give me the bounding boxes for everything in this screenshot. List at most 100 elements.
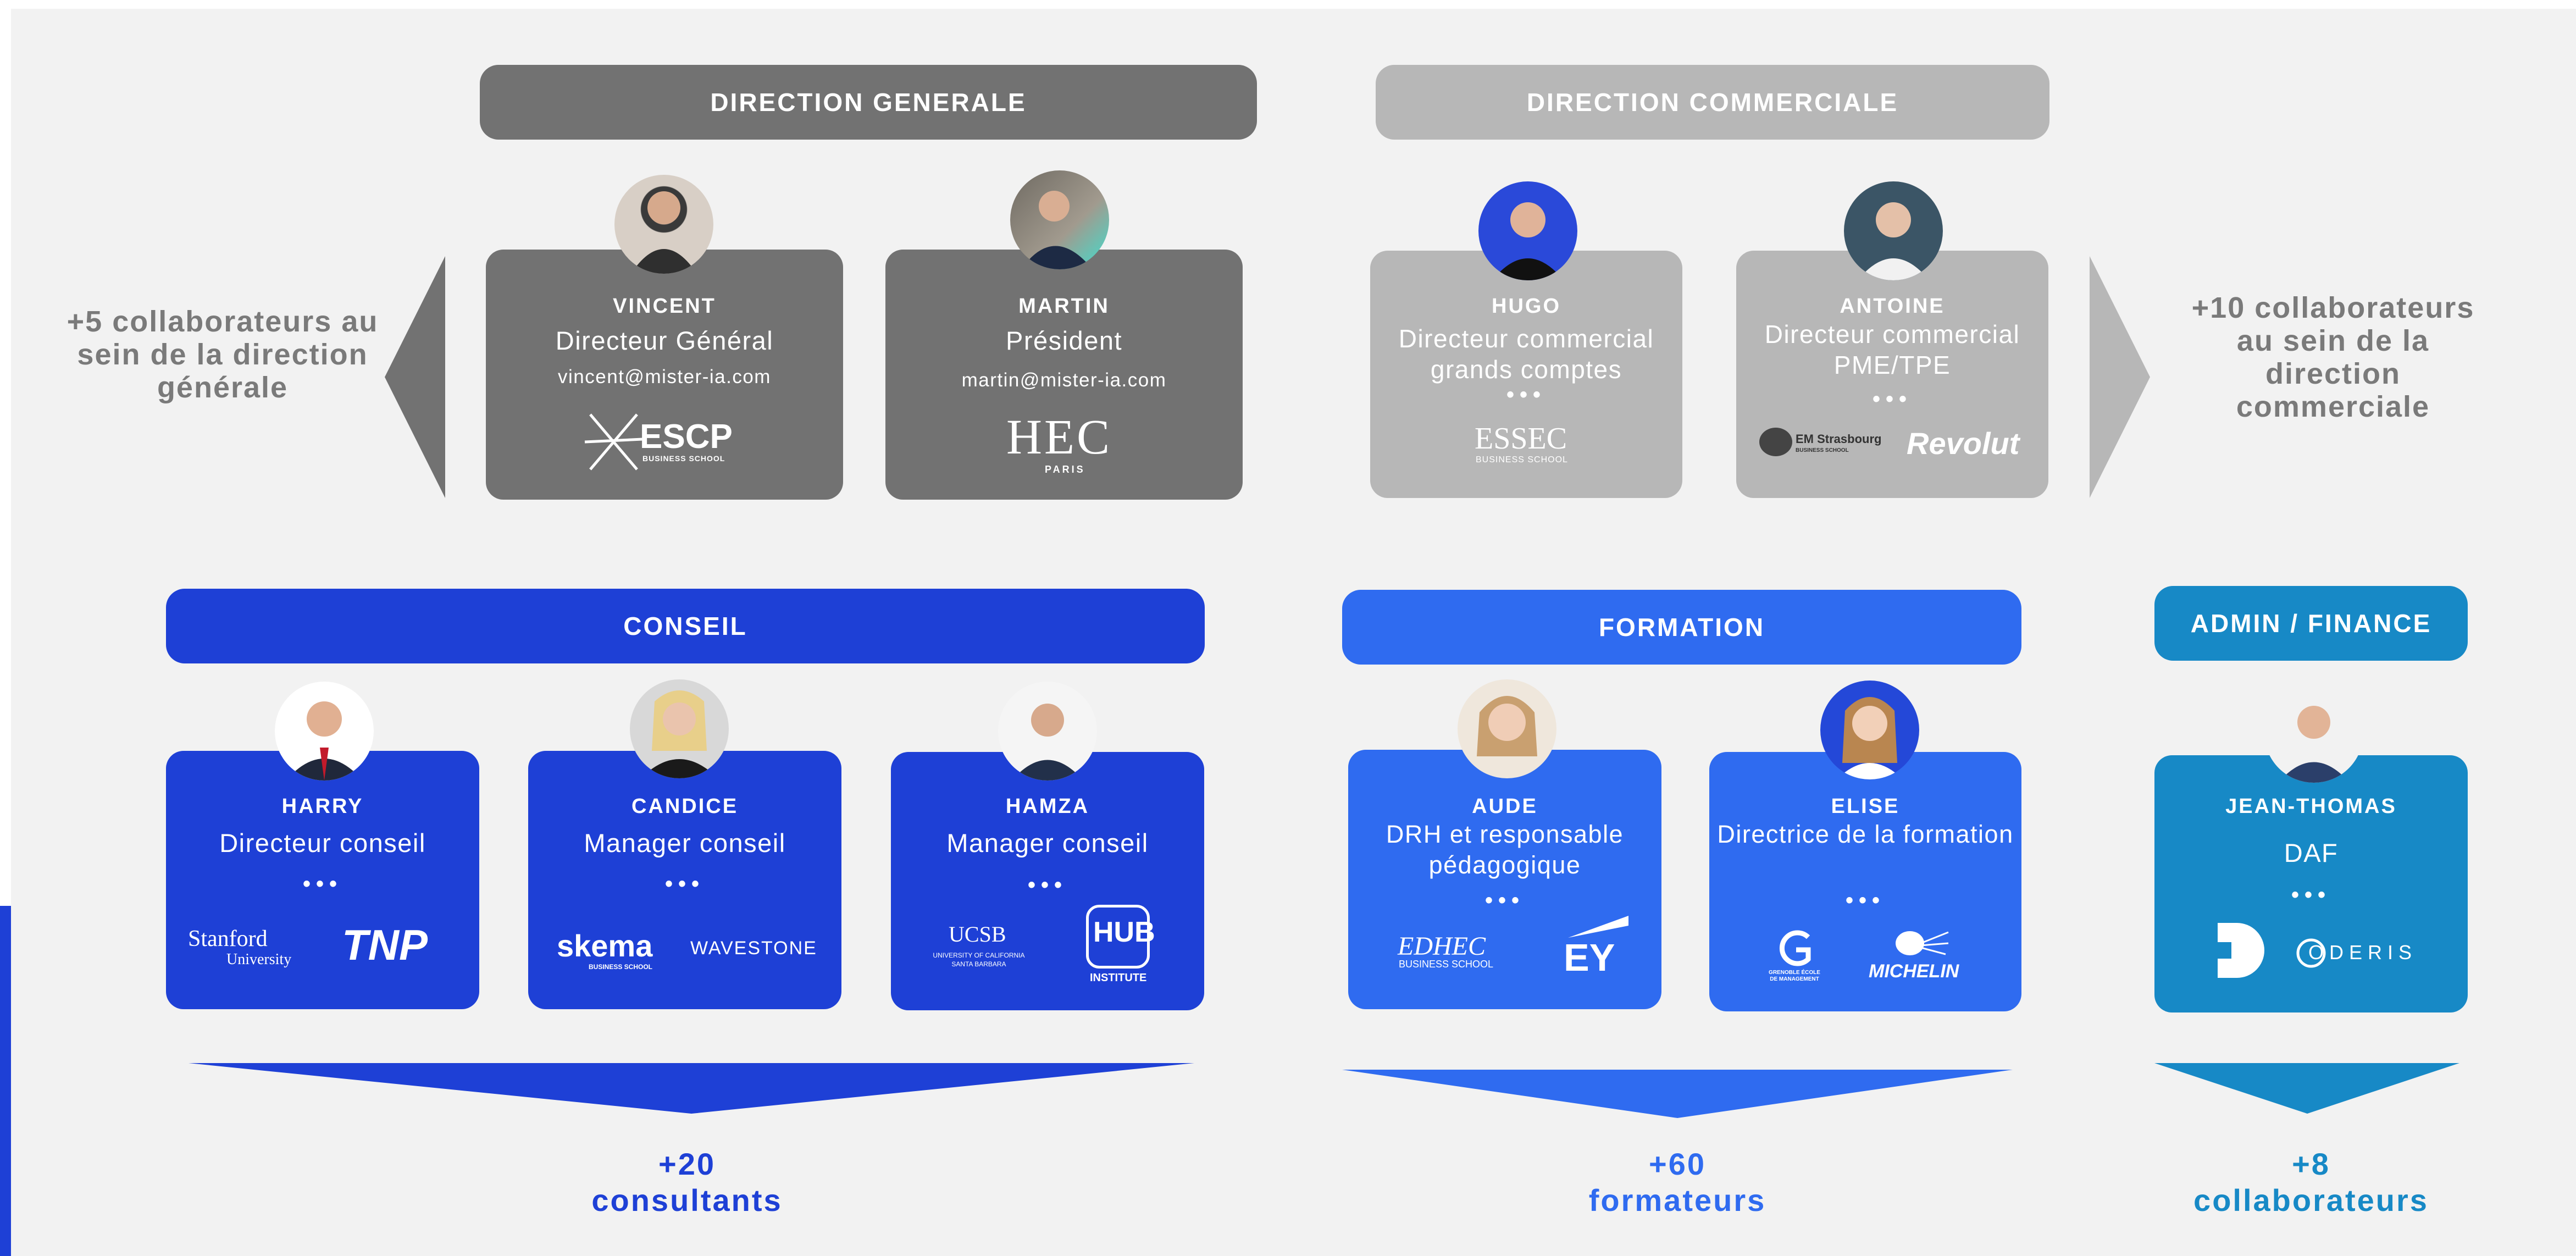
admin-funnel xyxy=(2154,1063,2459,1114)
card-candice: CANDICE Manager conseil ••• skema BUSINE… xyxy=(528,751,841,1009)
avatar-martin xyxy=(1010,170,1109,269)
person-name: JEAN-THOMAS xyxy=(2225,795,2397,818)
total-formation: +60 formateurs xyxy=(1513,1146,1842,1219)
header-direction-commerciale-label: DIRECTION COMMERCIALE xyxy=(1526,88,1899,117)
total-formation-count: +60 xyxy=(1649,1147,1706,1181)
escp-logo-sub: BUSINESS SCHOOL xyxy=(642,454,725,463)
hec-logo: HEC xyxy=(1006,410,1112,464)
card-harry: HARRY Directeur conseil ••• Stanford Uni… xyxy=(166,751,479,1009)
escp-logo: ESCP xyxy=(640,418,733,456)
person-email: vincent@mister-ia.com xyxy=(558,366,771,388)
person-name: AUDE xyxy=(1472,795,1538,818)
person-name: MARTIN xyxy=(1018,295,1110,318)
michelin-logo: MICHELIN xyxy=(1869,961,1959,982)
person-role: DRH et responsable pédagogique xyxy=(1386,820,1624,879)
stanford-logo: Stanford xyxy=(188,926,268,951)
person-name: HUGO xyxy=(1492,295,1561,318)
stanford-logo-sub: University xyxy=(226,951,292,968)
left-accent-bar xyxy=(0,906,11,1256)
edhec-logo-sub: BUSINESS SCHOOL xyxy=(1399,959,1494,970)
person-email: martin@mister-ia.com xyxy=(961,369,1167,391)
card-jean-thomas: JEAN-THOMAS DAF ••• ODERIS xyxy=(2154,755,2468,1012)
header-admin-finance: ADMIN / FINANCE xyxy=(2154,586,2468,661)
top-border xyxy=(0,0,2576,9)
avatar-jean-thomas xyxy=(2264,684,2363,783)
total-conseil-count: +20 xyxy=(658,1147,716,1181)
escp-logo-mark xyxy=(584,413,643,471)
edhec-logo: EDHEC xyxy=(1398,932,1486,961)
person-role: DAF xyxy=(2284,838,2339,867)
em-strasbourg-logo-sub: BUSINESS SCHOOL xyxy=(1796,447,1849,453)
avatar-harry xyxy=(275,682,374,781)
person-role: Président xyxy=(1005,326,1123,355)
tnp-logo: TNP xyxy=(342,921,428,969)
total-formation-label: formateurs xyxy=(1588,1183,1766,1218)
card-hamza: HAMZA Manager conseil ••• UCSB UNIVERSIT… xyxy=(891,752,1204,1010)
more-dots: ••• xyxy=(1484,888,1525,912)
total-admin-count: +8 xyxy=(2292,1147,2330,1181)
skema-logo: skema xyxy=(557,928,653,963)
more-dots: ••• xyxy=(1845,888,1885,912)
person-role: Directeur Général xyxy=(555,326,774,355)
person-role: Directeur commercial grands comptes xyxy=(1398,324,1654,384)
person-role: Directrice de la formation xyxy=(1717,820,2014,848)
header-direction-generale: DIRECTION GENERALE xyxy=(480,65,1257,140)
d-logo-icon xyxy=(2218,923,2264,978)
avatar-elise xyxy=(1820,680,1919,779)
more-dots: ••• xyxy=(664,872,705,896)
grenoble-logo-mark xyxy=(1779,930,1811,966)
more-dots: ••• xyxy=(1027,873,1067,897)
hub-logo-sub: INSTITUTE xyxy=(1090,972,1147,984)
person-name: CANDICE xyxy=(631,795,739,818)
header-formation: FORMATION xyxy=(1342,590,2021,665)
card-aude: AUDE DRH et responsable pédagogique ••• … xyxy=(1348,750,1661,1009)
card-elise: ELISE Directrice de la formation ••• GRE… xyxy=(1709,752,2021,1011)
more-dots: ••• xyxy=(302,872,342,896)
left-arrow xyxy=(385,256,445,498)
person-name: HARRY xyxy=(281,795,364,818)
ey-logo: EY xyxy=(1564,936,1615,979)
more-dots: ••• xyxy=(1506,383,1546,407)
header-formation-label: FORMATION xyxy=(1598,613,1765,641)
grenoble-logo: GRENOBLE ÉCOLE DE MANAGEMENT xyxy=(1769,970,1820,982)
card-vincent: VINCENT Directeur Général vincent@mister… xyxy=(486,250,843,500)
formation-funnel xyxy=(1342,1070,2013,1118)
person-name: ANTOINE xyxy=(1840,295,1945,318)
avatar-candice xyxy=(630,679,729,778)
person-role: Directeur conseil xyxy=(219,828,426,857)
em-strasbourg-logo: EM Strasbourg xyxy=(1796,432,1882,446)
total-conseil: +20 consultants xyxy=(522,1146,852,1219)
avatar-hugo xyxy=(1478,181,1577,280)
more-dots: ••• xyxy=(2291,883,2331,907)
em-strasbourg-icon xyxy=(1759,428,1792,456)
right-arrow xyxy=(2090,256,2150,498)
header-conseil: CONSEIL xyxy=(166,589,1205,663)
oderis-logo: ODERIS xyxy=(2308,941,2418,964)
more-dots: ••• xyxy=(1872,387,1912,411)
person-name: HAMZA xyxy=(1005,795,1090,818)
hub-logo-box xyxy=(1086,905,1150,969)
michelin-figure xyxy=(1896,931,1949,955)
skema-logo-sub: BUSINESS SCHOOL xyxy=(589,963,653,971)
conseil-funnel xyxy=(189,1063,1194,1114)
wavestone-logo: WAVESTONE xyxy=(690,938,817,959)
header-conseil-label: CONSEIL xyxy=(623,612,747,640)
ucsb-logo: UCSB xyxy=(949,922,1006,947)
revolut-logo: Revolut xyxy=(1907,426,2020,461)
hub-logo: HUB xyxy=(1093,916,1155,948)
avatar-hamza xyxy=(998,682,1097,781)
hec-logo-sub: PARIS xyxy=(1045,464,1085,475)
avatar-vincent xyxy=(614,175,713,274)
ucsb-logo-sub: UNIVERSITY OF CALIFORNIA SANTA BARBARA xyxy=(933,951,1025,968)
essec-logo-sub: BUSINESS SCHOOL xyxy=(1476,455,1568,464)
person-name: VINCENT xyxy=(613,295,716,318)
total-conseil-label: consultants xyxy=(591,1183,783,1218)
total-admin-label: collaborateurs xyxy=(2193,1183,2429,1218)
essec-logo: ESSEC xyxy=(1475,422,1567,456)
person-role: Manager conseil xyxy=(584,828,786,857)
avatar-aude xyxy=(1458,679,1556,778)
card-martin: MARTIN Président martin@mister-ia.com HE… xyxy=(885,250,1243,500)
avatar-antoine xyxy=(1844,181,1943,280)
oderis-logo-mark xyxy=(2296,938,2326,968)
header-admin-finance-label: ADMIN / FINANCE xyxy=(2190,609,2432,638)
